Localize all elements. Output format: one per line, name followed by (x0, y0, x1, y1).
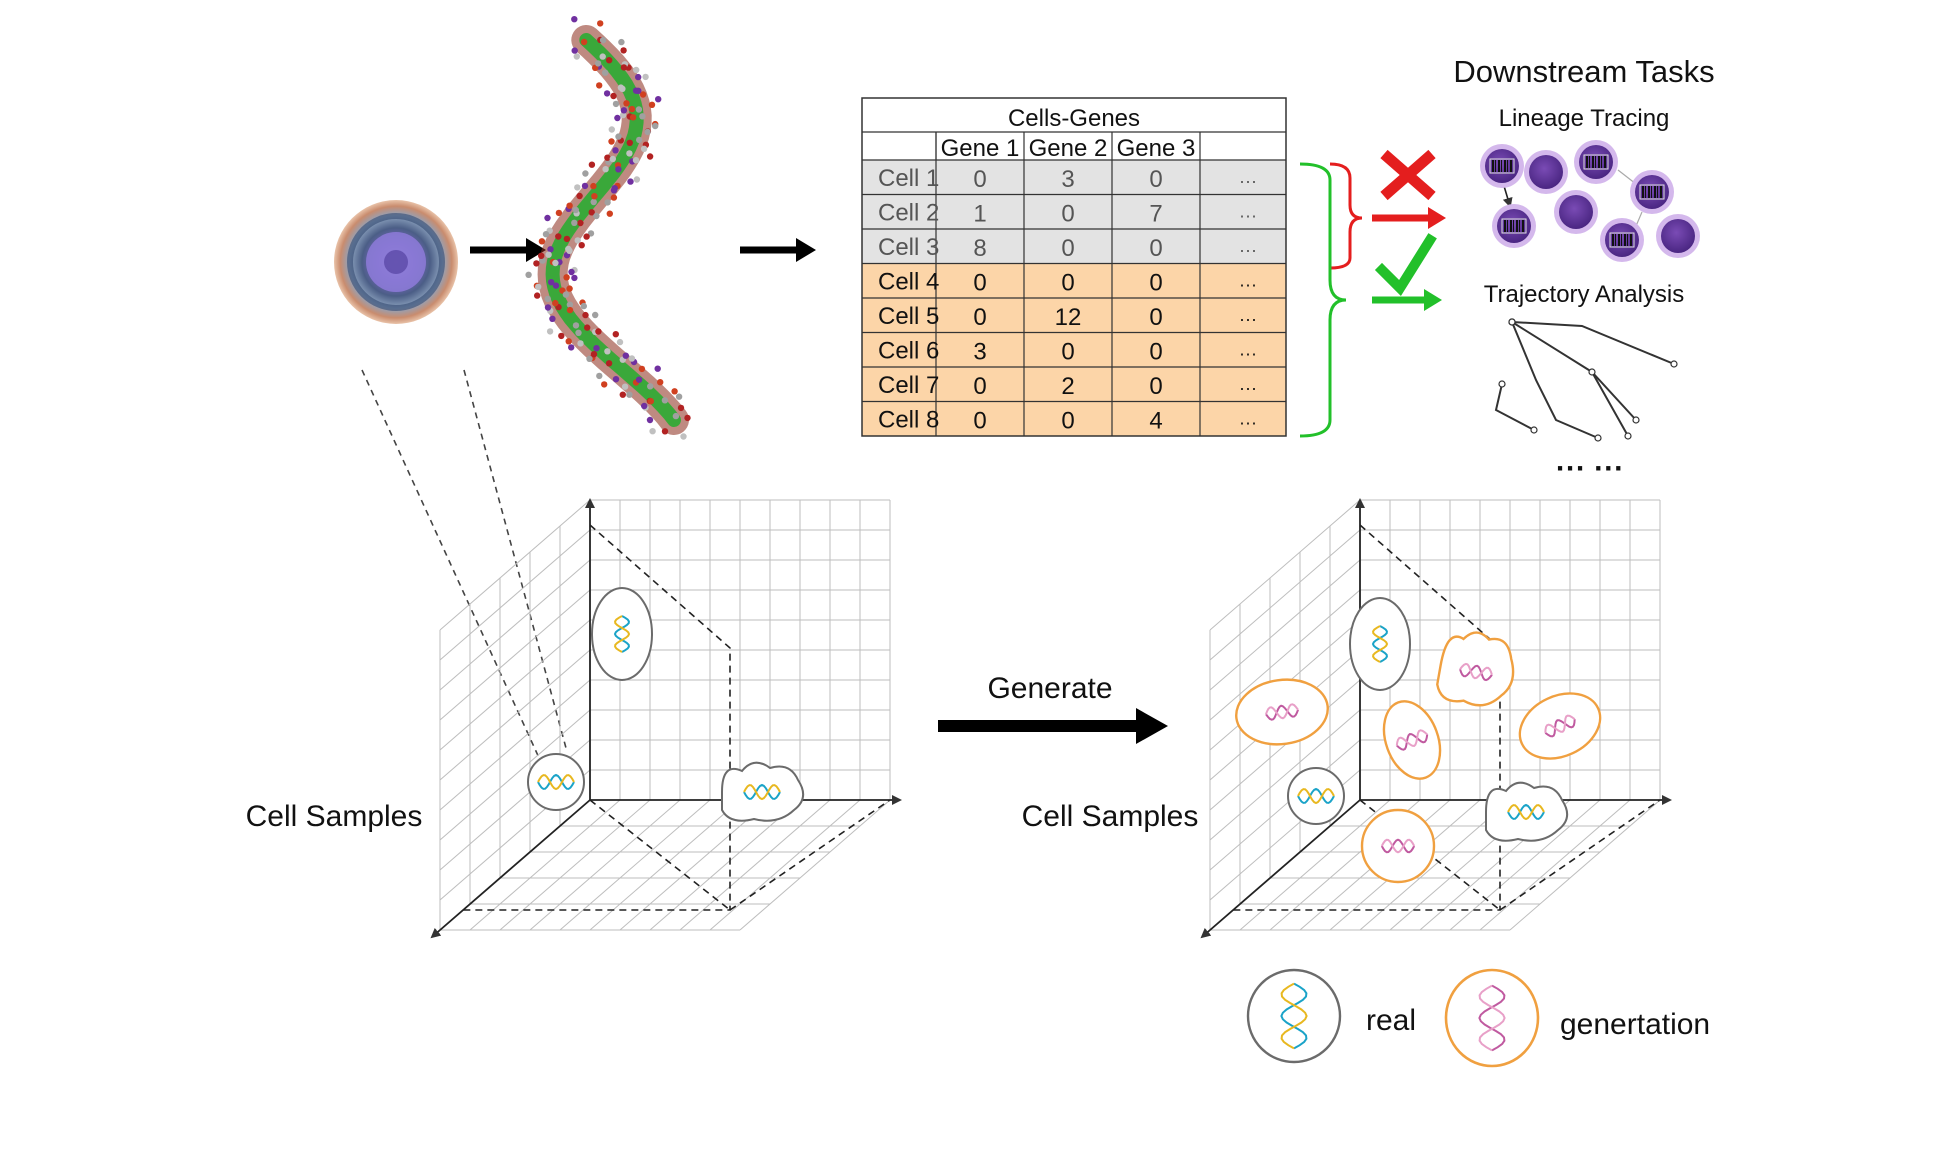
red-bracket (1329, 162, 1363, 270)
downstream-title: Downstream Tasks (1453, 54, 1714, 89)
table-cell: 12 (1055, 304, 1082, 331)
table-cell: 0 (973, 408, 986, 435)
table-cell: ··· (1239, 206, 1257, 226)
cross-icon (1380, 149, 1436, 201)
cells-genes-table: Cells-Genes Gene 1 Gene 2 Gene 3 Cell 1 0… (861, 97, 1287, 437)
generate-label: Generate (987, 672, 1112, 705)
trajectory-tree (1494, 318, 1678, 442)
table-cell: 0 (1061, 235, 1074, 262)
table-row-label: Cell 8 (878, 407, 939, 434)
table-cell: 4 (1149, 408, 1162, 435)
arrow-dna-to-table (740, 238, 816, 262)
table-cell: 0 (1061, 270, 1074, 297)
table-cell: 0 (1061, 201, 1074, 228)
legend-generation-icon (1444, 968, 1540, 1068)
legend-generation-label: genertation (1560, 1008, 1710, 1041)
table-cell: 2 (1061, 373, 1074, 400)
table-cell: ··· (1239, 344, 1257, 364)
table-cell: 0 (973, 373, 986, 400)
table-orange-band (862, 264, 1286, 436)
dna-helix-illustration (525, 16, 691, 440)
table-cell: ··· (1239, 171, 1257, 191)
table-cell: 0 (973, 166, 986, 193)
table-cell: 0 (1149, 235, 1162, 262)
green-arrow (1372, 289, 1442, 311)
legend-real-label: real (1366, 1004, 1416, 1037)
table-header-gene-3: Gene 3 (1117, 135, 1196, 162)
legend: real genertation (1246, 968, 1710, 1068)
generate-arrow (938, 708, 1168, 744)
table-header-gene-1: Gene 1 (941, 135, 1020, 162)
legend-real-icon (1246, 968, 1342, 1064)
table-title: Cells-Genes (1008, 105, 1140, 132)
trajectory-analysis-label: Trajectory Analysis (1484, 281, 1685, 308)
green-bracket (1299, 162, 1347, 438)
table-cell: 0 (1061, 408, 1074, 435)
table-cell: ··· (1239, 309, 1257, 329)
table-cell: 0 (1149, 373, 1162, 400)
check-icon (1374, 233, 1437, 296)
table-row-label: Cell 2 (878, 200, 939, 227)
table-cell: 3 (1061, 166, 1074, 193)
right-3d-space (1200, 498, 1672, 939)
cell-illustration (334, 200, 458, 324)
more-tasks-ellipsis: ··· ··· (1556, 452, 1624, 485)
table-cell: 0 (1149, 339, 1162, 366)
table-row-label: Cell 7 (878, 372, 939, 399)
table-cell: 0 (973, 304, 986, 331)
table-cell: ··· (1239, 378, 1257, 398)
table-cell: ··· (1239, 413, 1257, 433)
table-header-gene-2: Gene 2 (1029, 135, 1108, 162)
left-3d-space (430, 498, 902, 939)
table-frame (861, 97, 1287, 437)
table-gray-band (862, 160, 1286, 264)
table-row-label: Cell 1 (878, 165, 939, 192)
table-cell: 1 (973, 201, 986, 228)
table-cell: 0 (1149, 304, 1162, 331)
table-cell: 8 (973, 235, 986, 262)
right-cell-samples-label: Cell Samples (1022, 800, 1199, 833)
table-cell: ··· (1239, 240, 1257, 260)
table-cell: 3 (973, 339, 986, 366)
left-cell-samples-label: Cell Samples (246, 800, 423, 833)
red-arrow (1372, 207, 1446, 229)
lineage-tracing-label: Lineage Tracing (1499, 105, 1670, 132)
table-cell: 0 (973, 270, 986, 297)
table-row-label: Cell 4 (878, 269, 939, 296)
table-cell: ··· (1239, 275, 1257, 295)
table-cell: 0 (1149, 270, 1162, 297)
zoom-dashed-lines (361, 369, 567, 761)
table-cell: 0 (1149, 166, 1162, 193)
lineage-tracing-cells (1480, 140, 1700, 262)
table-row-label: Cell 6 (878, 338, 939, 365)
table-cell: 7 (1149, 201, 1162, 228)
table-cell: 0 (1061, 339, 1074, 366)
table-row-label: Cell 3 (878, 234, 939, 261)
table-row-label: Cell 5 (878, 303, 939, 330)
arrow-cell-to-dna (470, 238, 546, 262)
